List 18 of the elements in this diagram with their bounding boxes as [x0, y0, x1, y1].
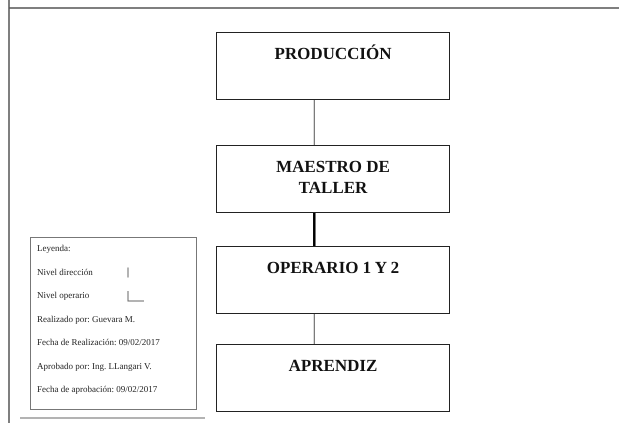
org-box	[216, 145, 450, 213]
connector-line	[314, 100, 315, 146]
legend-label: Nivel operario	[37, 290, 90, 300]
note-text: Fecha de Realización: 09/02/2017	[37, 337, 160, 347]
role-title: MAESTRO DE TALLER	[275, 156, 391, 198]
note-text: Realizado por: Guevara M.	[37, 314, 135, 324]
note-text: Fecha de aprobación: 09/02/2017	[37, 384, 158, 394]
org-box	[216, 32, 450, 100]
connector-line	[314, 314, 315, 344]
legend-label: Nivel dirección	[37, 266, 93, 276]
role-title: APRENDIZ	[288, 355, 378, 376]
connector-line	[313, 213, 316, 246]
org-box	[216, 344, 450, 412]
note-text: Leyenda:	[37, 243, 70, 253]
role-title: PRODUCCIÓN	[273, 43, 393, 64]
note-text: Aprobado por: Ing. LLangari V.	[37, 360, 152, 370]
org-box	[216, 246, 450, 314]
role-title: OPERARIO 1 Y 2	[266, 257, 400, 278]
